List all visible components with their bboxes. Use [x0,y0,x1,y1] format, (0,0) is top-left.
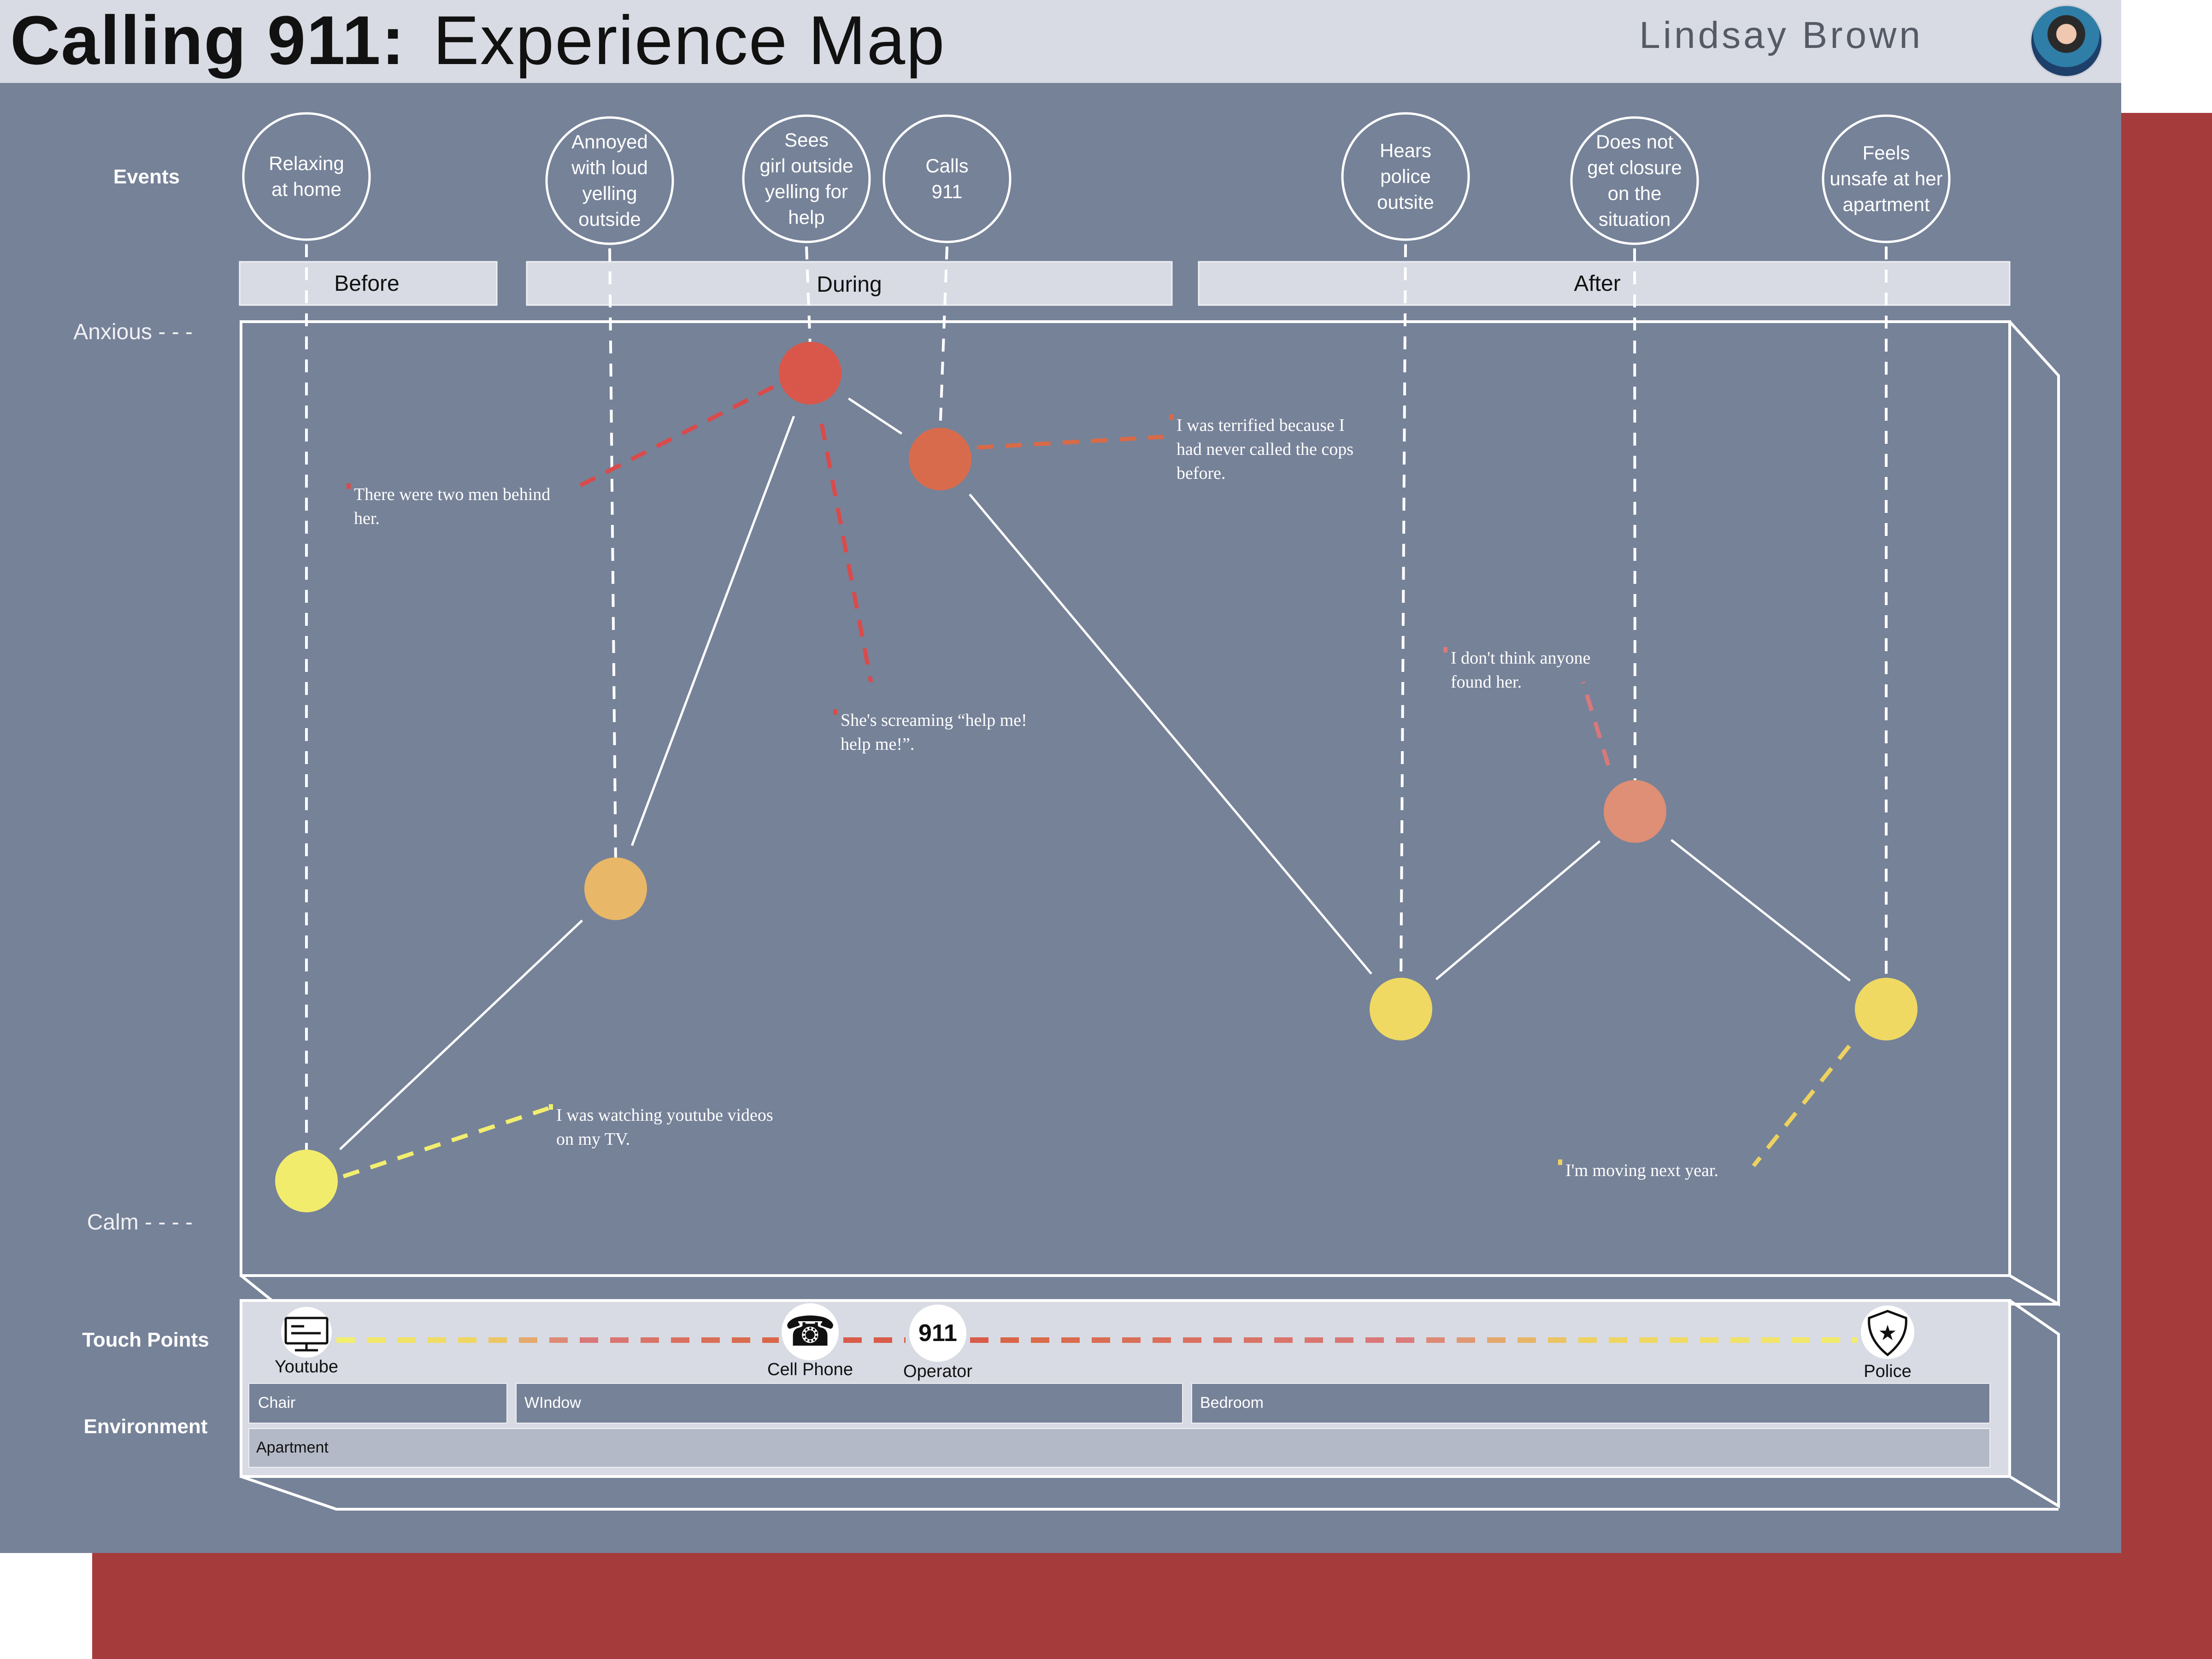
touchpoint-label-operator: Operator [903,1362,972,1381]
quote-mark [1443,647,1447,653]
env-bedroom [1191,1383,1990,1424]
row-label-events: Events [113,165,180,188]
quote-connector [1581,681,1611,766]
avatar [2030,5,2103,77]
svg-text:★: ★ [1878,1320,1897,1345]
journey-connector [848,397,902,435]
emotion-dot [1604,780,1666,843]
operator-touchpoint: 911 Operator [903,1305,972,1381]
quote-connector [342,1106,549,1178]
env-apartment-label: Apartment [256,1439,329,1456]
quote-connector [977,435,1164,450]
phase-after-label: After [1574,271,1620,296]
touchpoint-label-police: Police [1864,1362,1912,1381]
page-header: Calling 911: Experience Map Lindsay Brown [0,0,2121,83]
title-strong: Calling 911: [10,1,406,79]
event-circle [882,114,1012,243]
quote-mark [1169,414,1173,420]
row-label-touch-points: Touch Points [82,1329,209,1351]
journey-connector [969,494,1372,975]
quote-text: I'm moving next year. [1565,1161,1718,1180]
env-window-label: WIndow [524,1394,581,1412]
quote-text: She's screaming “help me!help me!”. [841,711,1027,754]
row-label-environment: Environment [84,1415,208,1438]
quote-connector [575,385,775,490]
journey-connector [1671,839,1851,982]
event-drop-line [1400,244,1407,982]
phone-icon: ☎ [784,1307,836,1356]
journey-connector [1435,840,1601,981]
police-touchpoint: ★ Police [1861,1306,1914,1381]
quote-mark [549,1104,553,1110]
event-drop-line [939,246,948,432]
touchpoint-label-cell-phone: Cell Phone [767,1360,853,1379]
journey-connector [630,416,795,846]
emotion-dot [909,428,971,491]
cell-phone-touchpoint: ☎ Cell Phone [767,1303,853,1379]
journey-connector [339,919,583,1150]
event-drop-line [805,246,812,346]
touchpoint-label-youtube: Youtube [275,1357,338,1377]
author-name: Lindsay Brown [1639,14,1923,56]
chart-frame [240,320,2060,1307]
quote-mark [1558,1159,1562,1165]
quote-connector [819,423,873,682]
phase-before-label: Before [334,271,399,296]
youtube-touchpoint: Youtube [275,1307,338,1377]
emotion-dot [584,857,647,920]
monitor-icon [284,1317,329,1352]
phase-during-label: During [817,272,882,297]
map-card [0,0,2121,1553]
quote-connector [1752,1044,1851,1167]
phase-during-bar [526,261,1173,306]
event-circle [1570,116,1699,245]
event-drop-line [608,248,617,861]
police-badge-icon: ★ [1868,1310,1907,1357]
event-circle [742,114,871,243]
env-chair-label: Chair [258,1394,295,1412]
scale-label-anxious: Anxious - - - [73,320,193,344]
title-rest: Experience Map [433,1,946,79]
env-chair [248,1383,507,1424]
quote-mark [347,483,351,489]
911-badge: 911 [918,1320,957,1347]
phase-after-bar [1198,261,2011,306]
event-circle [242,112,371,241]
emotion-dot [1370,977,1432,1041]
emotion-dot [275,1149,338,1212]
emotion-dot [779,341,841,405]
phase-before-bar [239,261,498,306]
scale-label-calm: Calm - - - - [87,1210,193,1235]
env-apartment [248,1428,1990,1468]
event-circle [545,116,674,245]
event-circle [1341,112,1470,241]
quote-mark [833,709,837,715]
env-bedroom-label: Bedroom [1200,1394,1264,1412]
page-title: Calling 911: Experience Map [10,0,946,81]
env-window [516,1383,1183,1424]
emotion-dot [1855,977,1918,1041]
event-circle [1822,114,1951,243]
